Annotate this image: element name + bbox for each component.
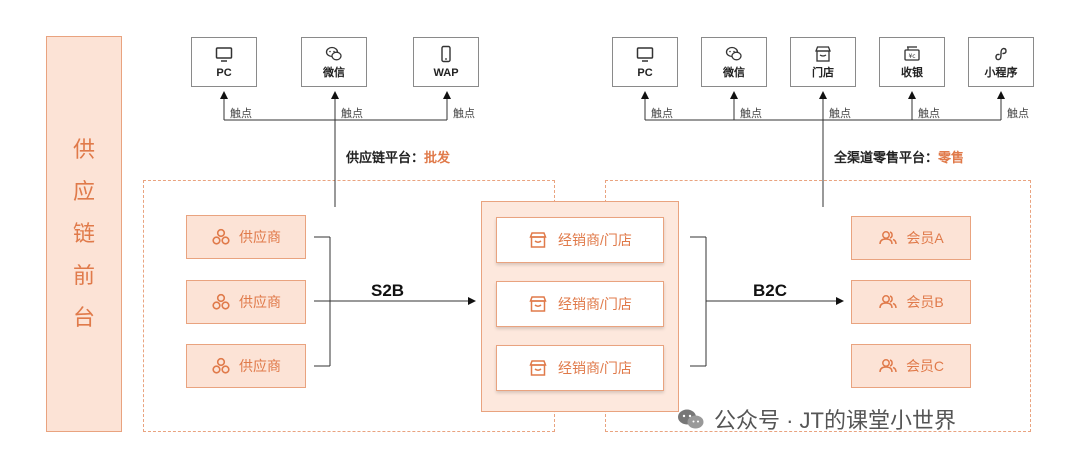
supplier-icon [212,357,230,374]
channel-pc: PC [191,37,257,87]
members-icon [879,231,898,245]
monitor-icon [215,47,233,62]
cash-register-icon: ¥c [904,46,920,61]
platform-highlight: 批发 [424,150,451,165]
channel-label: 小程序 [984,67,1018,79]
flow-label-s2b: S2B [371,281,405,300]
channel-store: 门店 [790,37,856,87]
side-title-char: 供 [72,137,95,162]
channel-mini-program: 小程序 [968,37,1034,87]
channel-wap: WAP [413,37,479,87]
supplier-node: 供应商 [186,344,306,388]
watermark-text: 公众号 · JT的课堂小世界 [714,408,956,433]
wechat-icon [725,46,742,61]
touch-label: 触点 [1007,108,1029,120]
side-title-char: 台 [72,305,95,330]
supplier-label: 供应商 [239,358,281,374]
dealer-node: 经销商/门店 [496,217,664,263]
platform-prefix: 供应链平台： [346,150,425,165]
flow-label-b2c: B2C [753,281,788,300]
side-title-char: 链 [72,221,95,246]
channel-cashier: ¥c 收银 [879,37,945,87]
supplier-icon [212,228,230,245]
wechat-icon [325,46,342,61]
touch-label: 触点 [341,108,363,120]
touch-label: 触点 [918,108,940,120]
platform-highlight: 零售 [938,150,965,165]
member-label: 会员B [906,294,944,310]
store-icon [815,46,831,62]
dealer-label: 经销商/门店 [558,232,632,248]
channel-label: PC [216,67,232,79]
touch-label: 触点 [453,108,475,120]
side-title-char: 前 [72,263,95,288]
store-icon [529,296,547,312]
supplier-label: 供应商 [239,229,281,245]
store-icon [529,232,547,248]
monitor-icon [636,47,654,62]
channel-label: 收银 [901,67,923,79]
supplier-node: 供应商 [186,215,306,259]
dealer-label: 经销商/门店 [558,360,632,376]
supplier-icon [212,293,230,310]
channel-wechat: 微信 [701,37,767,87]
side-title: 供 应 链 前 台 [46,36,122,432]
supply-platform-label: 供应链平台：批发 [346,147,450,166]
store-icon [529,360,547,376]
members-icon [879,359,897,373]
supplier-label: 供应商 [239,294,281,310]
member-node: 会员A [851,216,971,260]
watermark: 公众号 · JT的课堂小世界 [676,403,956,435]
dealer-node: 经销商/门店 [496,281,664,327]
member-node: 会员B [851,280,971,324]
channel-pc: PC [612,37,678,87]
mini-program-icon [995,47,1007,61]
wechat-icon [678,409,704,429]
channel-label: PC [637,67,653,79]
member-node: 会员C [851,344,971,388]
touch-label: 触点 [230,108,252,120]
platform-prefix: 全渠道零售平台： [834,150,939,165]
member-label: 会员C [905,358,945,374]
touch-label: 触点 [651,108,673,120]
retail-platform-label: 全渠道零售平台：零售 [834,147,964,166]
dealer-label: 经销商/门店 [558,296,632,312]
touch-label: 触点 [829,108,851,120]
members-icon [879,295,898,309]
touch-label: 触点 [740,108,762,120]
channel-label: 微信 [723,67,745,79]
dealer-node: 经销商/门店 [496,345,664,391]
svg-text:¥c: ¥c [908,53,915,60]
channel-label: 门店 [812,67,834,79]
channel-label: WAP [433,67,459,79]
channel-wechat: 微信 [301,37,367,87]
side-title-char: 应 [72,179,95,204]
phone-icon [441,45,451,63]
channel-label: 微信 [323,67,345,79]
supplier-node: 供应商 [186,280,306,324]
member-label: 会员A [906,230,944,246]
